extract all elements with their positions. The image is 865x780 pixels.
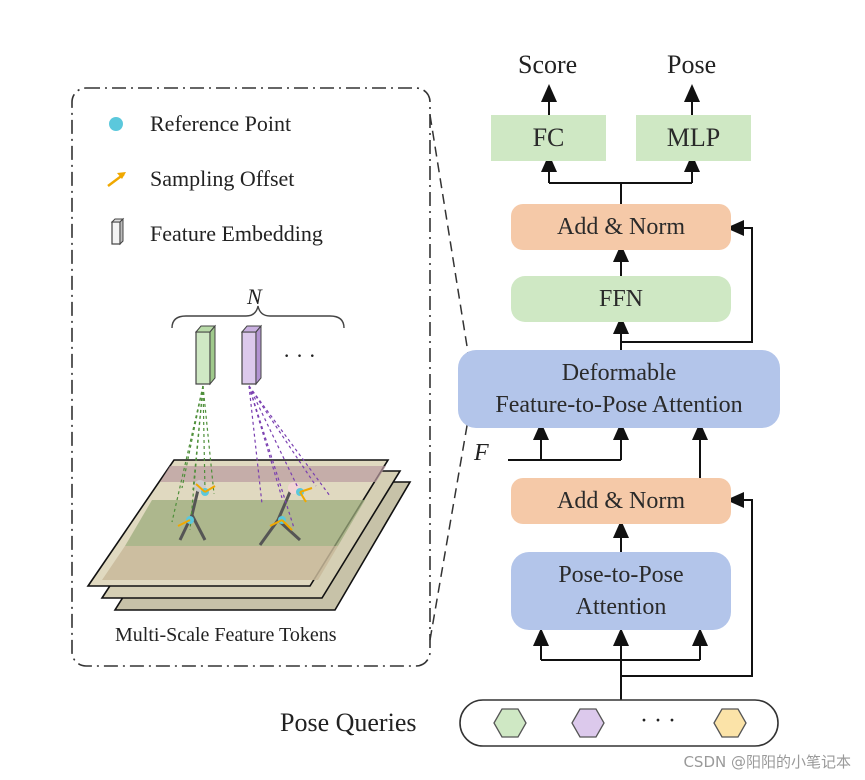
query-token-purple — [571, 708, 605, 738]
pose-to-pose-attention-box: Pose-to-Pose Attention — [511, 552, 731, 630]
feature-embedding-purple — [240, 324, 263, 386]
reference-point-icon — [109, 117, 123, 131]
fc-head-label: FC — [532, 123, 565, 152]
queries-ellipsis: · · · — [640, 708, 676, 734]
query-token-green — [493, 708, 527, 738]
sampling-offset-icon — [107, 172, 126, 187]
pose-to-pose-attention-line1: Pose-to-Pose — [558, 562, 684, 588]
sampling-offsets — [177, 483, 313, 531]
green-sampling-lines — [171, 385, 215, 531]
add-norm-bottom-label: Add & Norm — [557, 487, 685, 514]
feature-input-label: F — [474, 440, 489, 466]
pose-output-label: Pose — [667, 50, 717, 79]
n-brace — [171, 305, 345, 329]
legend-sampling-offset-label: Sampling Offset — [150, 166, 295, 191]
feature-embedding-icon — [110, 217, 125, 246]
pose-to-pose-attention-line2: Attention — [575, 594, 667, 620]
mlp-head-box: MLP — [636, 115, 751, 161]
query-token-yellow — [713, 708, 747, 738]
ffn-box: FFN — [511, 276, 731, 322]
mlp-head-label: MLP — [666, 123, 721, 152]
pose-queries-label: Pose Queries — [280, 708, 417, 737]
add-norm-top-label: Add & Norm — [557, 213, 685, 240]
add-norm-bottom-box: Add & Norm — [511, 478, 731, 524]
legend-feature-embedding-label: Feature Embedding — [150, 221, 323, 246]
score-output-label: Score — [518, 50, 578, 79]
deformable-attention-box: Deformable Feature-to-Pose Attention — [458, 350, 780, 428]
ffn-label: FFN — [598, 285, 644, 312]
embedding-ellipsis: · · · — [283, 343, 316, 368]
n-label: N — [247, 284, 262, 309]
feature-embedding-green — [194, 324, 217, 386]
deformable-attention-line2: Feature-to-Pose Attention — [495, 392, 743, 418]
watermark: CSDN @阳阳的小笔记本 — [683, 753, 851, 771]
add-norm-top-box: Add & Norm — [511, 204, 731, 250]
multi-scale-caption: Multi-Scale Feature Tokens — [115, 624, 337, 646]
legend-reference-point-label: Reference Point — [150, 111, 292, 136]
deformable-attention-line1: Deformable — [561, 360, 677, 386]
purple-sampling-lines — [248, 385, 331, 529]
fc-head-box: FC — [491, 115, 606, 161]
